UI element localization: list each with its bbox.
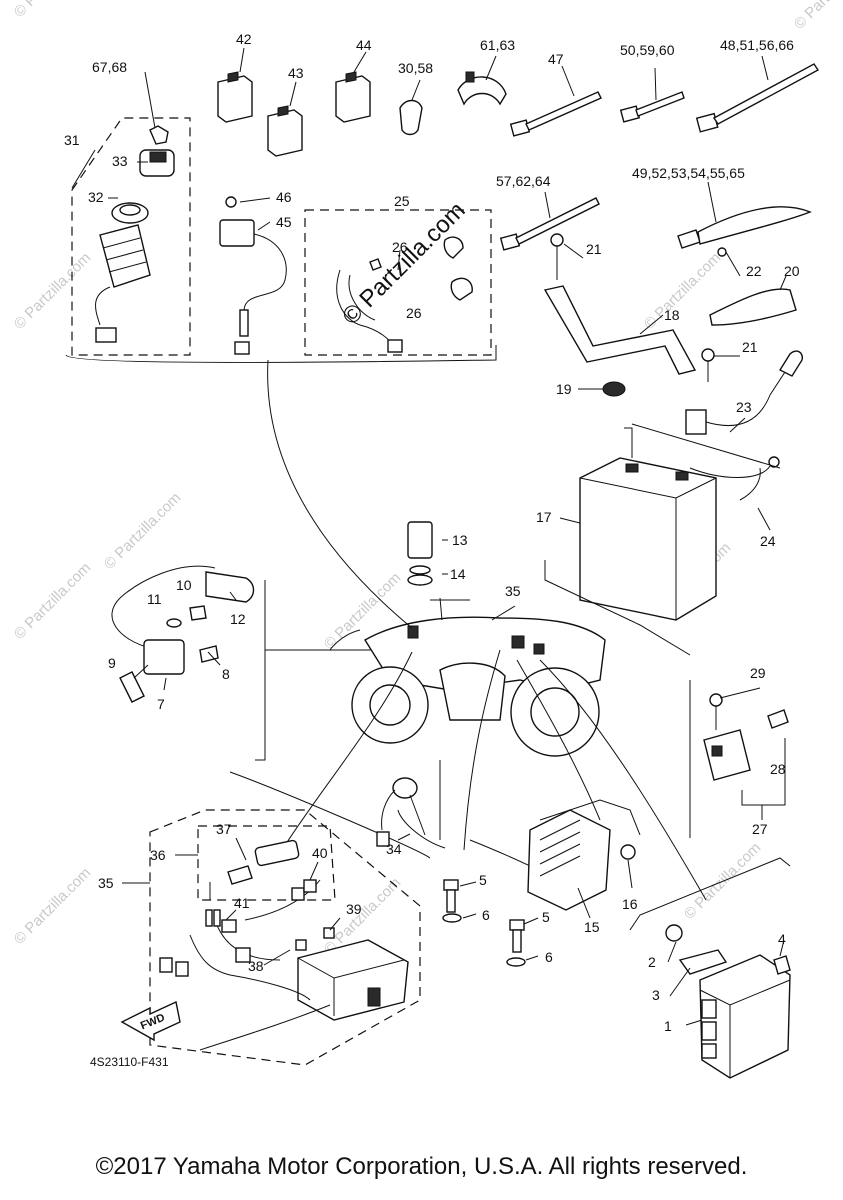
callout-22: 22 [746, 263, 762, 279]
callout-33: 33 [112, 153, 128, 169]
watermark: © Partzilla.com [11, 0, 94, 21]
callout-45: 45 [276, 214, 292, 230]
callout-31: 31 [64, 132, 80, 148]
callout-39: 39 [346, 901, 362, 917]
callout-10: 10 [176, 577, 192, 593]
callout-5: 5 [542, 909, 550, 925]
callout-35: 35 [505, 583, 521, 599]
callout-42: 42 [236, 31, 252, 47]
callout-34: 34 [386, 841, 402, 857]
callout-57-62-64: 57,62,64 [496, 173, 551, 189]
callout-61-63: 61,63 [480, 37, 515, 53]
watermark: © Partzilla.com [11, 249, 94, 332]
ignition-coil-group [111, 565, 410, 761]
watermark: © Partzilla.com [11, 864, 94, 947]
leader-curves [65, 345, 707, 901]
callout-28: 28 [770, 761, 786, 777]
callout-25: 25 [394, 193, 410, 209]
switch-34 [376, 777, 426, 847]
callout-27: 27 [752, 821, 768, 837]
ecu-group [629, 857, 791, 1079]
callout-32: 32 [88, 189, 104, 205]
callout-14: 14 [450, 566, 466, 582]
watermark: © Partzilla.com [11, 559, 94, 642]
callout-50-59-60: 50,59,60 [620, 42, 675, 58]
wire-harness-group [120, 809, 421, 1066]
callout-2: 2 [648, 954, 656, 970]
callout-43: 43 [288, 65, 304, 81]
callout-12: 12 [230, 611, 246, 627]
sensor-group [407, 521, 448, 586]
callout-3: 3 [652, 987, 660, 1003]
callout-11: 11 [147, 591, 162, 607]
cable-ties [499, 55, 820, 251]
callout-67-68: 67,68 [92, 59, 127, 75]
callout-13: 13 [452, 532, 468, 548]
rectifier-group [527, 799, 641, 919]
callout-labels: 1 2 3 4 5 5 6 6 7 8 9 10 11 12 13 14 15 … [64, 31, 800, 1034]
callout-48-51-56-66: 48,51,56,66 [720, 37, 794, 53]
callout-26: 26 [392, 239, 408, 255]
callout-36: 36 [150, 847, 166, 863]
callout-1: 1 [664, 1018, 672, 1034]
callout-6: 6 [545, 949, 553, 965]
bolts-5-6 [442, 879, 539, 967]
callout-23: 23 [736, 399, 752, 415]
callout-26: 26 [406, 305, 422, 321]
callout-47: 47 [548, 51, 564, 67]
callout-44: 44 [356, 37, 372, 53]
callout-24: 24 [760, 533, 776, 549]
callout-40: 40 [312, 845, 328, 861]
callout-15: 15 [584, 919, 600, 935]
callout-17: 17 [536, 509, 552, 525]
watermark-layer: © Partzilla.com © Partzilla.com © Partzi… [11, 0, 843, 958]
battery-group [544, 350, 804, 656]
callout-5: 5 [479, 872, 487, 888]
ignition-switch-group [71, 71, 191, 356]
callout-49-52-53-54-55-65: 49,52,53,54,55,65 [632, 165, 745, 181]
callout-38: 38 [248, 958, 264, 974]
copyright-notice: ©2017 Yamaha Motor Corporation, U.S.A. A… [95, 1153, 748, 1180]
callout-30-58: 30,58 [398, 60, 433, 76]
callout-9: 9 [108, 655, 116, 671]
drawing-code: 4S23110-F431 [90, 1055, 169, 1069]
callout-7: 7 [157, 696, 165, 712]
callout-8: 8 [222, 666, 230, 682]
callout-46: 46 [276, 189, 292, 205]
callout-21: 21 [586, 241, 602, 257]
callout-21: 21 [742, 339, 758, 355]
atv-illustration [329, 597, 606, 757]
callout-37: 37 [216, 821, 232, 837]
starter-relay-group [689, 680, 789, 838]
callout-35: 35 [98, 875, 114, 891]
watermark: © Partzilla.com [101, 489, 184, 572]
watermark-center: © Partzilla.com [337, 197, 470, 330]
callout-6: 6 [482, 907, 490, 923]
callout-29: 29 [750, 665, 766, 681]
callout-41: 41 [234, 895, 250, 911]
callout-18: 18 [664, 307, 680, 323]
connector-parts [217, 47, 507, 157]
callout-4: 4 [778, 931, 786, 947]
relay-and-harness [219, 196, 492, 356]
watermark: © Partzilla.com [791, 0, 843, 33]
callout-20: 20 [784, 263, 800, 279]
callout-16: 16 [622, 896, 638, 912]
callout-19: 19 [556, 381, 572, 397]
bracket-and-cover [543, 233, 797, 397]
